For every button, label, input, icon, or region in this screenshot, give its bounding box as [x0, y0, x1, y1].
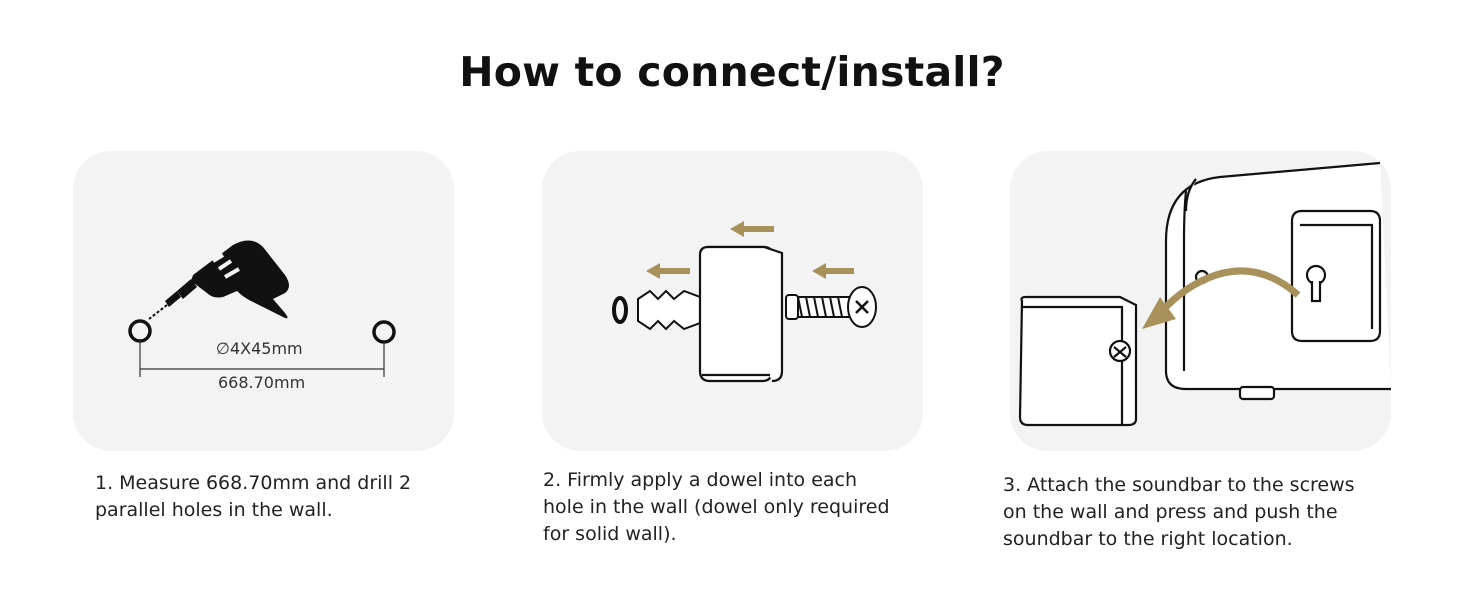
hole-spec-label: ∅4X45mm [216, 339, 303, 358]
step-2-description: 2. Firmly apply a dowel into each hole i… [543, 469, 890, 545]
mount-block-icon [698, 245, 784, 383]
page-title: How to connect/install? [459, 48, 1005, 96]
step-1-description: 1. Measure 668.70mm and drill 2 parallel… [95, 472, 412, 521]
drill-icon [148, 240, 289, 320]
dowel-end-icon [612, 296, 628, 324]
screw-icon [785, 286, 877, 328]
step-1-illustration: ∅4X45mm 668.70mm [73, 151, 454, 451]
step-2-drawing [612, 221, 877, 383]
arrow-left-icon [646, 221, 854, 279]
step-3-description: 3. Attach the soundbar to the screws on … [1003, 474, 1355, 550]
dowel-icon [637, 289, 701, 331]
keyhole-icon [1290, 209, 1382, 343]
step-1-drawing [128, 240, 396, 377]
mount-block-icon [1018, 295, 1138, 427]
curved-arrow-icon [1142, 267, 1301, 329]
drill-hole-icon-left [128, 319, 152, 343]
step-3-illustration [1010, 151, 1391, 451]
drill-hole-icon-right [372, 320, 396, 344]
step-3-drawing [1018, 161, 1391, 427]
distance-label: 668.70mm [218, 373, 306, 392]
step-2-illustration [542, 151, 923, 451]
